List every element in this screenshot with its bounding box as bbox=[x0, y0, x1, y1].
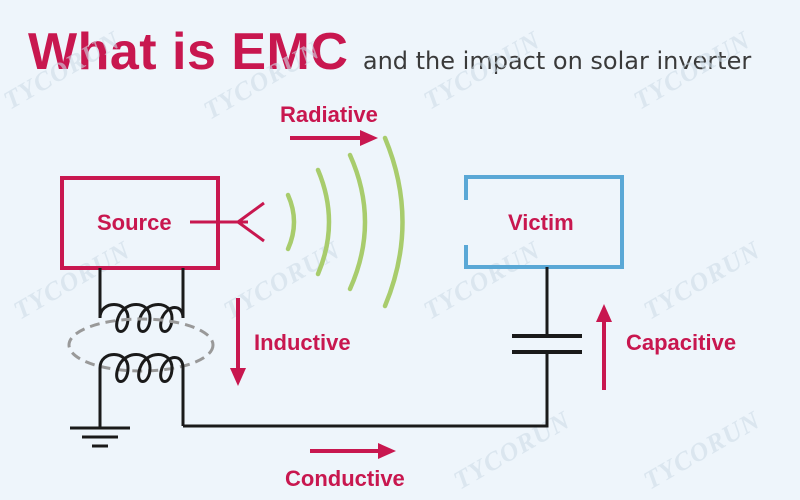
watermark: TYCORUN bbox=[419, 235, 546, 325]
wave-arc bbox=[382, 135, 405, 309]
title-block: What is EMC and the impact on solar inve… bbox=[28, 22, 751, 82]
victim-box bbox=[464, 175, 624, 269]
capacitive-arrow bbox=[596, 304, 612, 390]
victim-label: Victim bbox=[508, 210, 574, 235]
capacitor-icon bbox=[512, 334, 582, 354]
wave-arc bbox=[285, 192, 297, 252]
watermark: TYCORUN bbox=[639, 405, 766, 495]
antenna-icon bbox=[190, 201, 265, 243]
lower-coil-icon bbox=[98, 353, 185, 383]
conductive-label: Conductive bbox=[285, 466, 405, 491]
watermark: TYCORUN bbox=[9, 235, 136, 325]
watermark: TYCORUN bbox=[639, 235, 766, 325]
conductive-arrow bbox=[310, 443, 396, 459]
capacitive-label: Capacitive bbox=[626, 330, 736, 355]
ground-icon bbox=[70, 426, 130, 448]
circuit-wires bbox=[98, 267, 549, 428]
coupling-ellipse bbox=[67, 317, 215, 373]
watermark: TYCORUN bbox=[419, 25, 546, 115]
watermark: TYCORUN bbox=[449, 405, 576, 495]
inductive-label: Inductive bbox=[254, 330, 351, 355]
source-label: Source bbox=[97, 210, 172, 235]
radiative-label: Radiative bbox=[280, 102, 378, 127]
radiation-waves bbox=[285, 135, 405, 309]
source-leads bbox=[98, 268, 185, 305]
wave-arc bbox=[347, 152, 368, 292]
watermark: TYCORUN bbox=[0, 25, 126, 115]
watermark: TYCORUN bbox=[629, 25, 756, 115]
inductive-arrow bbox=[230, 298, 246, 386]
wave-arc bbox=[315, 167, 332, 277]
page-title: What is EMC bbox=[28, 23, 349, 81]
page-subtitle: and the impact on solar inverter bbox=[362, 47, 752, 75]
radiative-arrow bbox=[290, 130, 378, 146]
